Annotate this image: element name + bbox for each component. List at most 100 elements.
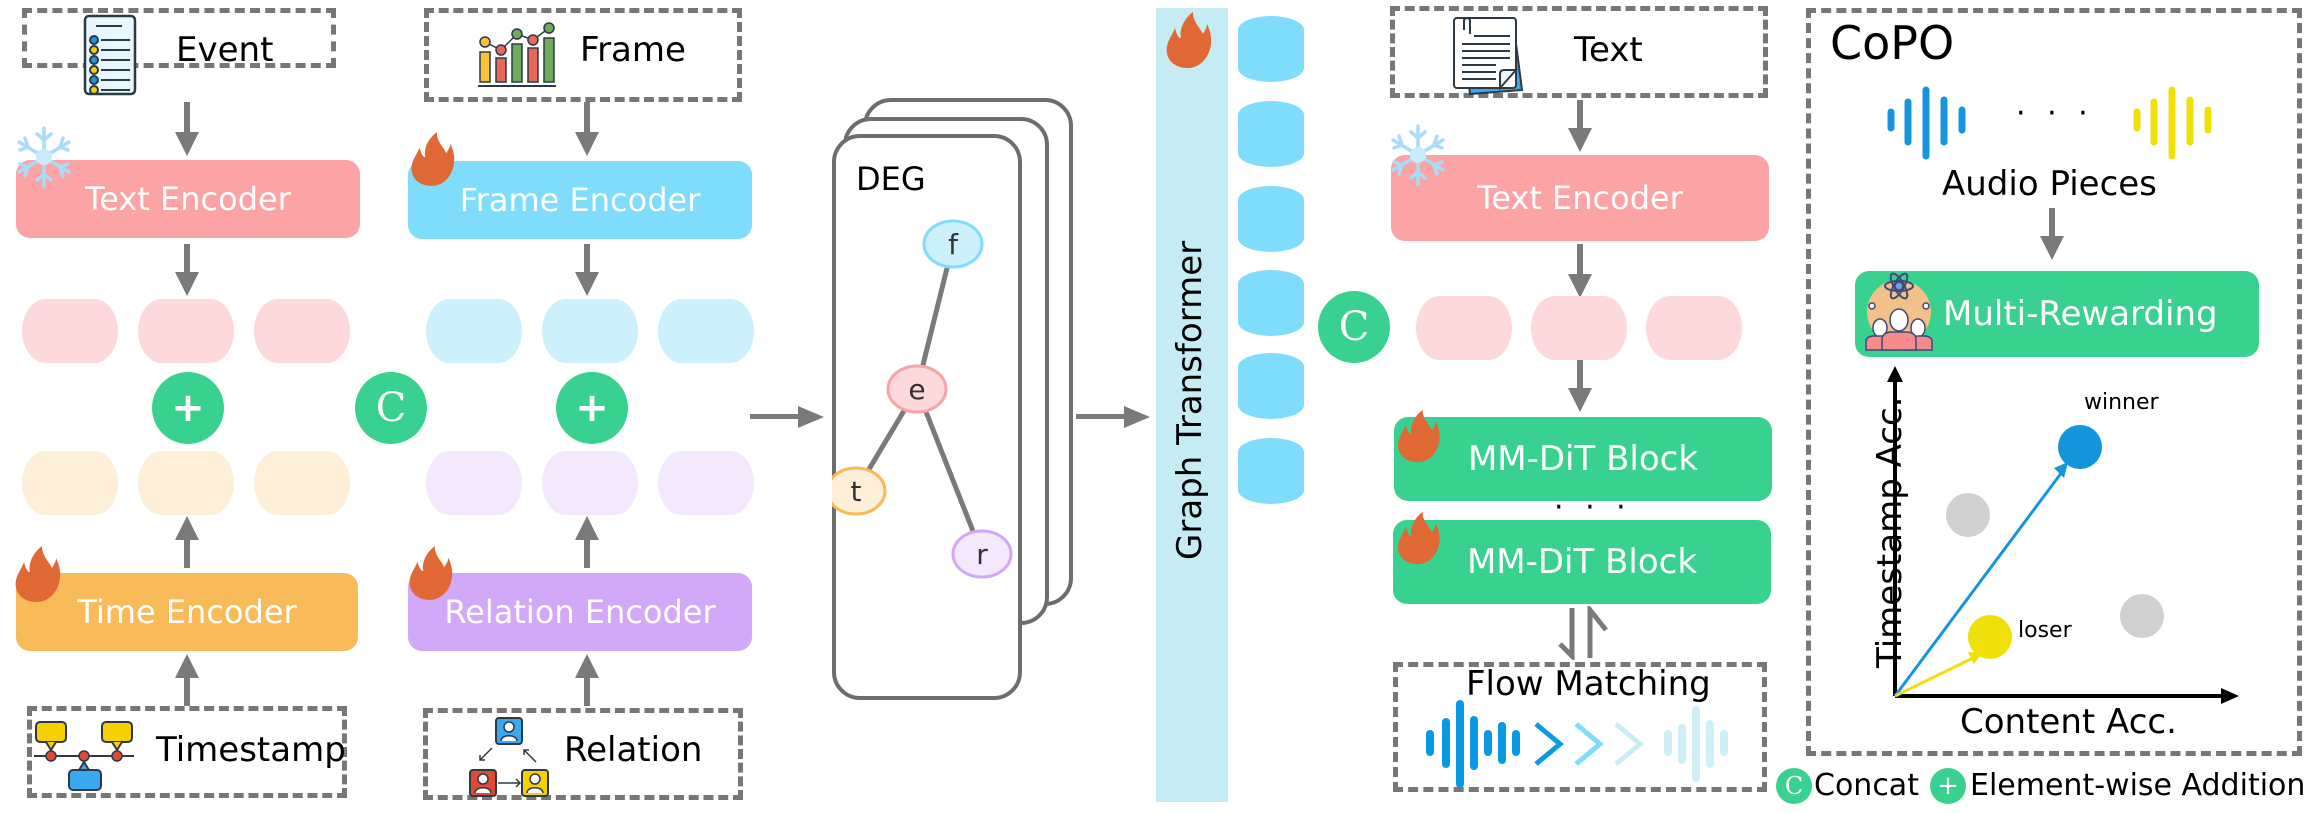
audio-waveform-yellow-icon [2133,86,2212,160]
fire-icon [1398,409,1440,463]
relation-encoder-label: Relation Encoder [444,593,716,631]
frame-token-3 [658,299,754,363]
loser-vector [1894,656,1974,698]
text-label: Text [1574,30,1643,70]
winner-point [2058,425,2102,469]
arrow-to-graph-transformer [1076,414,1126,419]
relation-token-2 [542,451,638,515]
frame-token-1 [426,299,522,363]
graph-token-5 [1238,353,1304,419]
concat-operator-right: C [1318,291,1390,363]
concat-icon: C [375,385,407,431]
time-encoder: Time Encoder [16,573,358,651]
arrow-relation-encoder-to-tokens [584,538,590,568]
text-token-3 [254,299,350,363]
snowflake-icon [17,126,71,188]
event-list-icon [83,14,137,96]
text-encoder-right-label: Text Encoder [1477,179,1683,217]
graph-token-2 [1238,101,1304,167]
graph-token-6 [1238,438,1304,504]
text-token-right-1 [1416,296,1512,360]
deg-node-f: f [922,219,984,269]
deg-node-t: t [832,466,887,516]
time-encoder-label: Time Encoder [77,593,297,631]
timeline-icon [34,721,134,791]
mm-dit-block-1: MM-DiT Block [1394,417,1772,501]
frame-token-2 [542,299,638,363]
mm-dit-block-2-label: MM-DiT Block [1466,542,1698,582]
flow-matching-label: Flow Matching [1466,664,1711,704]
fire-icon [1398,511,1440,565]
deg-edge-e-r [914,388,985,555]
graph-token-1 [1238,16,1304,82]
mm-dit-ellipsis: · · · [1554,490,1632,525]
arrow-head [1124,406,1150,428]
deg-graph: f e t r [832,219,1013,579]
winner-vector-arrowhead [2054,462,2068,478]
deg-node-label: e [908,373,925,406]
frame-input-box [424,8,742,102]
arrow-head [175,132,199,156]
frame-encoder: Frame Encoder [408,161,752,239]
arrow-head [175,272,199,296]
arrow-head [798,406,824,428]
winner-vector [1893,471,2064,697]
arrow-relation-to-encoder [584,676,590,706]
arrow-time-encoder-to-tokens [184,538,190,568]
time-token-1 [22,451,118,515]
copo-box [1806,8,2302,756]
arrow-event-to-encoder [184,102,190,134]
relation-token-3 [658,451,754,515]
bidirectional-arrows-icon [1558,606,1608,660]
deg-node-r: r [951,529,1013,579]
frame-encoder-label: Frame Encoder [459,181,701,219]
legend-addition-icon: + [1930,768,1966,804]
addition-operator-left: + [152,372,224,444]
deg-node-e: e [886,364,948,414]
document-icon [1453,17,1524,96]
arrow-head [2040,236,2064,260]
winner-label: winner [2084,390,2159,415]
relation-token-1 [426,451,522,515]
relation-people-icon [469,717,549,797]
text-token-right-2 [1531,296,1627,360]
legend-concat-label: Concat [1814,768,1919,803]
text-token-2 [138,299,234,363]
deg-node-label: t [851,475,862,508]
audio-pieces-label: Audio Pieces [1942,164,2157,204]
mm-dit-block-2: MM-DiT Block [1393,520,1771,604]
deg-node-label: r [976,538,988,571]
timestamp-input-box [27,706,347,798]
audio-waveform-blue-icon [1887,86,1966,160]
multi-rewarding-label: Multi-Rewarding [1943,294,2218,334]
addition-operator-right: + [556,372,628,444]
event-label: Event [176,30,274,70]
concat-symbol: C [1784,772,1804,800]
deg-edge-f-e [914,243,956,390]
arrow-head [575,516,599,540]
text-input-box [1390,6,1768,98]
loser-point [1968,615,2012,659]
copo-title: CoPO [1830,16,1955,70]
audio-pieces-ellipsis: · · · [2016,96,2094,131]
arrow-head [1568,388,1592,412]
arrow-audio-to-reward [2049,208,2055,238]
waveform-to-waveform-icon [1426,700,1728,788]
concat-icon: C [1338,304,1370,350]
arrow-head [575,272,599,296]
plus-symbol: + [1937,771,1959,801]
snowflake-icon [1391,124,1445,186]
arrow-head [1568,128,1592,152]
arrow-to-deg [750,414,800,419]
arrow-head [175,516,199,540]
legend-concat-icon: C [1776,768,1812,804]
mm-dit-block-1-label: MM-DiT Block [1467,439,1699,479]
preference-chart [1887,366,2239,704]
neutral-point-2 [2120,594,2164,638]
graph-transformer-bar [1156,8,1228,802]
text-encoder-left-label: Text Encoder [85,180,291,218]
loser-label: loser [2018,618,2072,643]
fire-icon [411,132,455,186]
arrow-timestamp-to-encoder [184,676,190,706]
arrow-head [175,654,199,678]
